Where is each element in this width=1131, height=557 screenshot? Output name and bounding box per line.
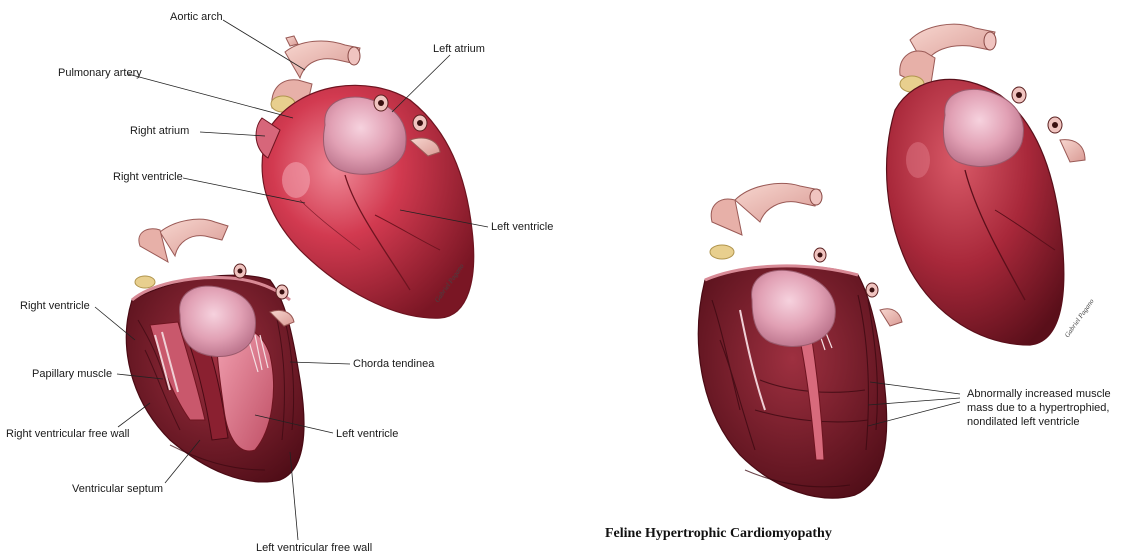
hcm-caption: Abnormally increased muscle mass due to … bbox=[967, 387, 1111, 429]
label-papillary-muscle: Papillary muscle bbox=[32, 368, 112, 381]
label-right-ventricle-section: Right ventricle bbox=[20, 300, 90, 313]
label-left-ventricular-free-wall: Left ventricular free wall bbox=[256, 542, 372, 555]
label-right-ventricular-free-wall: Right ventricular free wall bbox=[6, 428, 130, 441]
label-left-atrium: Left atrium bbox=[433, 43, 485, 56]
hcm-caption-line: mass due to a hypertrophied, bbox=[967, 401, 1111, 415]
label-pulmonary-artery: Pulmonary artery bbox=[58, 67, 142, 80]
normal-heart-section bbox=[126, 219, 304, 482]
figure-title: Feline Hypertrophic Cardiomyopathy bbox=[605, 526, 832, 542]
label-ventricular-septum: Ventricular septum bbox=[72, 483, 163, 496]
label-right-ventricle-exterior: Right ventricle bbox=[113, 171, 183, 184]
label-left-ventricle-exterior: Left ventricle bbox=[491, 221, 553, 234]
hcm-caption-line: nondilated left ventricle bbox=[967, 415, 1111, 429]
label-aortic-arch: Aortic arch bbox=[170, 11, 223, 24]
label-left-ventricle-section: Left ventricle bbox=[336, 428, 398, 441]
label-right-atrium: Right atrium bbox=[130, 125, 189, 138]
hcm-caption-line: Abnormally increased muscle bbox=[967, 387, 1111, 401]
hcm-heart-exterior: Gabriel Pagano bbox=[887, 24, 1096, 345]
normal-heart-exterior: Gabriel Pagano bbox=[256, 36, 474, 318]
label-chorda-tendinea: Chorda tendinea bbox=[353, 358, 434, 371]
hcm-heart-section bbox=[698, 184, 902, 499]
svg-text:Gabriel Pagano: Gabriel Pagano bbox=[1063, 297, 1096, 339]
